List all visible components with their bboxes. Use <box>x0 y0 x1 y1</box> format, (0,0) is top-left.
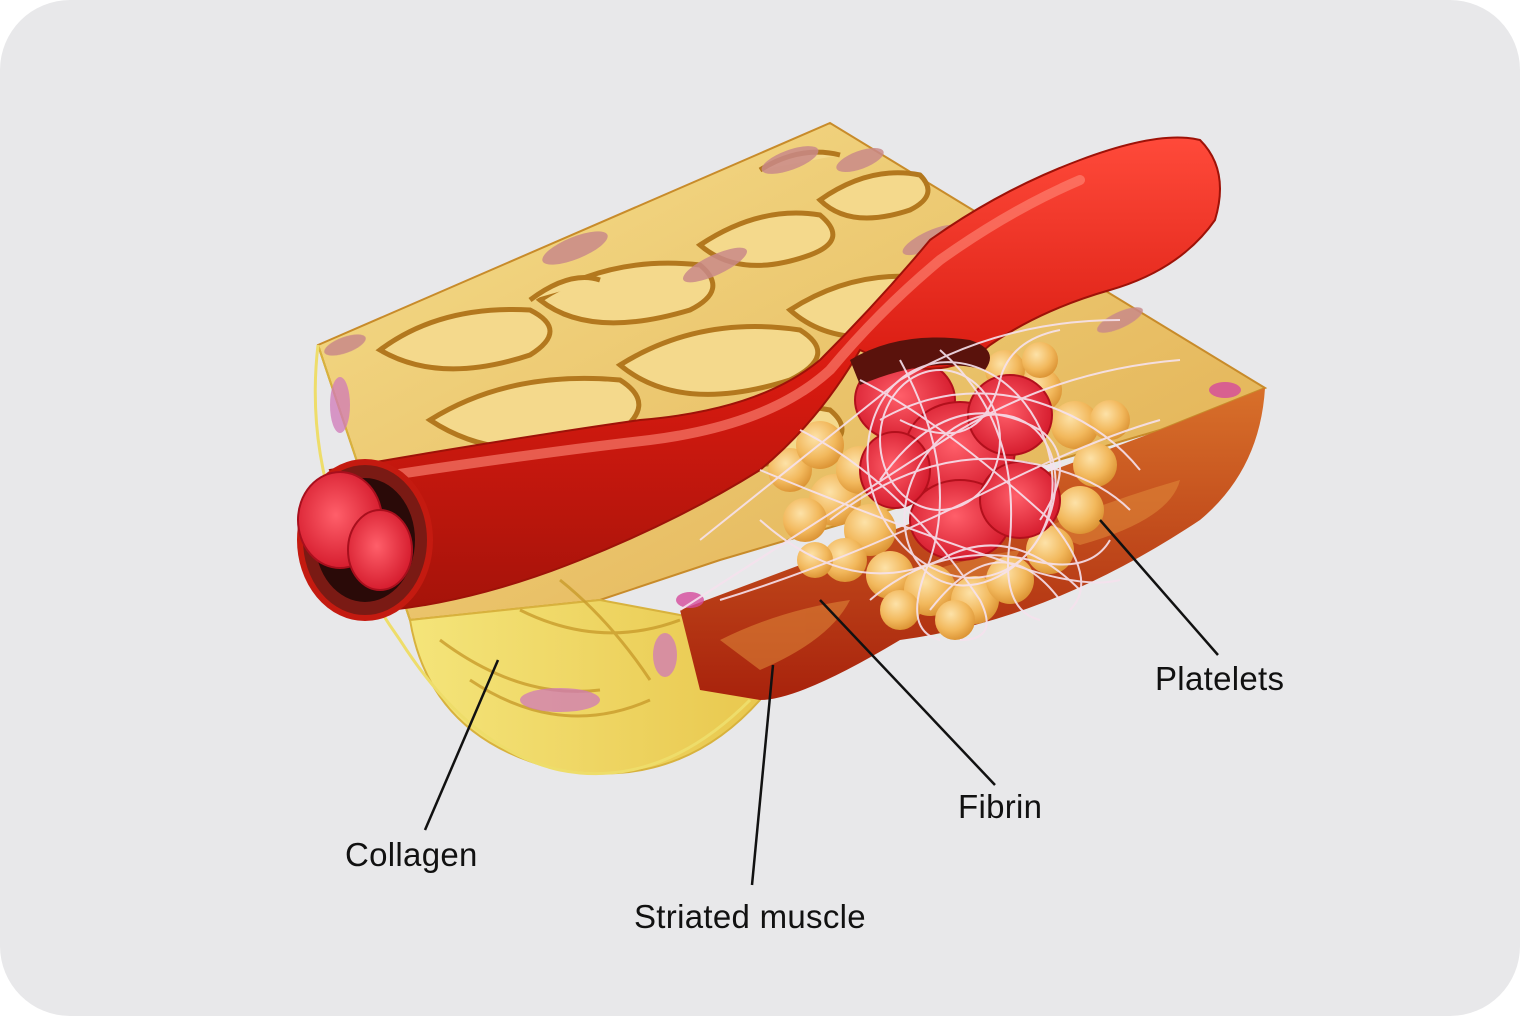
collagen-face-lines <box>439 578 681 718</box>
leader-line-collagen <box>423 659 500 831</box>
fibrin-strands <box>679 319 1181 641</box>
cell-nuclei <box>324 146 1143 356</box>
blood-vessel <box>297 136 1221 621</box>
label-collagen: Collagen <box>345 836 478 873</box>
label-fibrin: Fibrin <box>958 788 1043 825</box>
leader-line-striated-muscle <box>750 664 775 886</box>
muscle-nuclei <box>676 382 1241 608</box>
leader-lines <box>423 519 1219 886</box>
collagen-face-nuclei <box>330 377 677 712</box>
leader-line-fibrin <box>819 599 996 786</box>
vessel-body <box>328 136 1221 612</box>
label-striated-muscle: Striated muscle <box>634 898 866 935</box>
vessel-red-blood-cells <box>297 471 413 591</box>
leader-line-platelets <box>1099 519 1219 656</box>
label-platelets: Platelets <box>1155 660 1285 697</box>
